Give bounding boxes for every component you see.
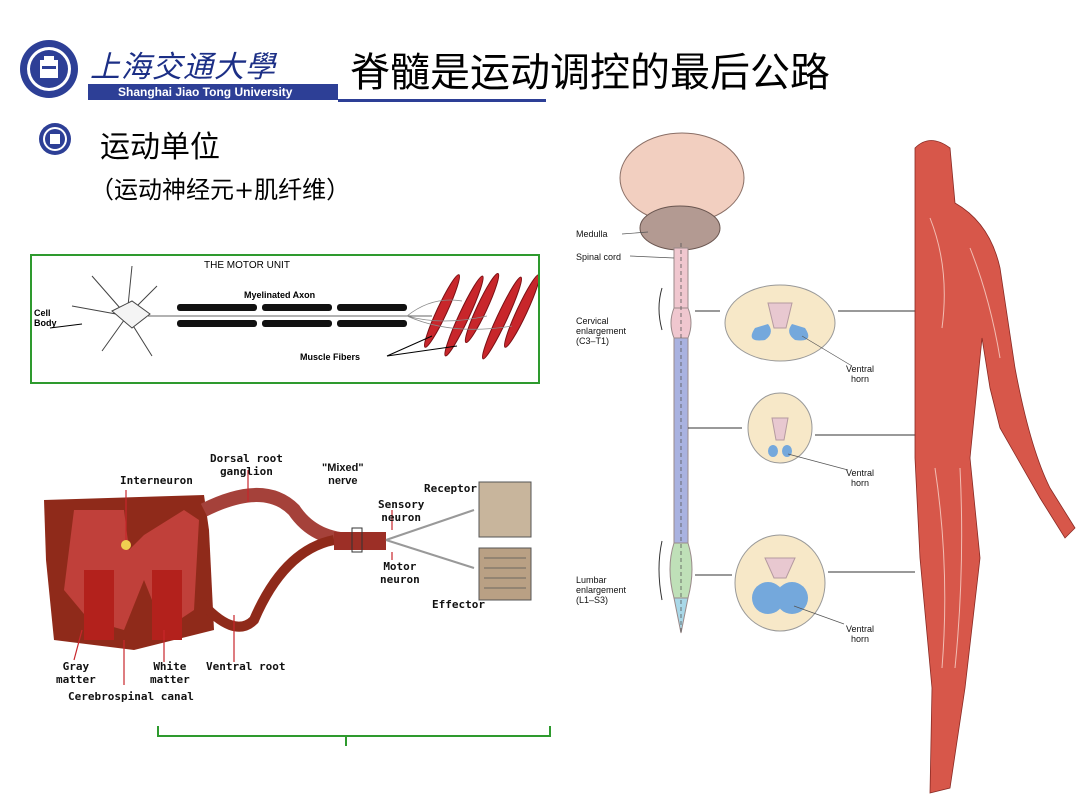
medulla-label: Medulla	[576, 229, 608, 239]
university-name-bar	[88, 84, 338, 100]
interneuron-label: Interneuron	[120, 474, 193, 487]
header-rule	[338, 99, 546, 102]
spinal-reflex-figure	[44, 470, 532, 685]
motor-unit-figure	[49, 265, 541, 360]
motor-unit-diagram: THE MOTOR UNIT Myelinated Axon Cell Body…	[30, 254, 541, 384]
motor-unit-title: THE MOTOR UNIT	[204, 260, 290, 271]
receptor-label: Receptor	[424, 482, 477, 495]
green-bracket	[157, 726, 551, 746]
bullet-heading: 运动单位	[100, 130, 220, 165]
white-matter-label: White matter	[150, 660, 190, 686]
gray-matter-label: Gray matter	[56, 660, 96, 686]
bullet-subheading: （运动神经元+肌纤维）	[90, 176, 351, 204]
cervical-enlargement-label: Cervical enlargement (C3–T1)	[576, 316, 627, 346]
mixed-nerve-label: "Mixed" nerve	[322, 462, 364, 487]
spinal-cord-label: Spinal cord	[576, 252, 622, 262]
effector-label: Effector	[432, 598, 485, 611]
cerebrospinal-canal-label: Cerebrospinal canal	[68, 690, 194, 703]
seal-bullet-icon	[39, 123, 71, 155]
axon-label: Myelinated Axon	[244, 290, 316, 300]
muscle-fibers-label: Muscle Fibers	[300, 352, 361, 362]
spinal-cord-body-figure	[619, 132, 1076, 794]
ventral-root-label: Ventral root	[206, 660, 286, 673]
ventral-horn-label-2: Ventral horn	[846, 468, 875, 488]
motor-neuron-label: Motor neuron	[380, 560, 420, 586]
university-name-cn: 上海交通大學	[90, 50, 276, 85]
sensory-neuron-label: Sensory neuron	[378, 498, 425, 524]
dorsal-root-label: Dorsal root ganglion	[210, 452, 283, 478]
university-name-en: Shanghai Jiao Tong University	[118, 85, 293, 99]
slide-title: 脊髓是运动调控的最后公路	[350, 50, 830, 96]
cell-body-label: Cell Body	[34, 308, 57, 328]
university-seal-icon	[20, 40, 78, 98]
ventral-horn-label-3: Ventral horn	[846, 624, 875, 644]
ventral-horn-label-1: Ventral horn	[846, 364, 875, 384]
lumbar-enlargement-label: Lumbar enlargement (L1–S3)	[576, 575, 627, 605]
